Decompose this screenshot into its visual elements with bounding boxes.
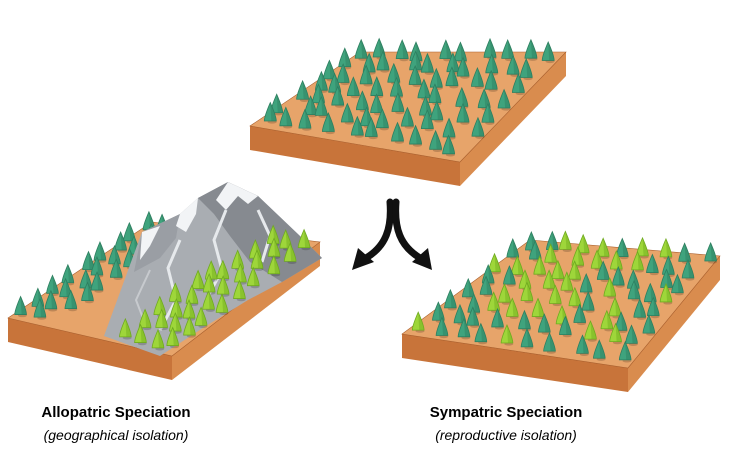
conifer-tree-icon — [339, 48, 351, 69]
conifer-tree-icon — [560, 231, 572, 252]
conifer-tree-icon — [297, 81, 309, 102]
conifer-tree-icon — [525, 40, 537, 61]
conifer-tree-icon — [660, 239, 672, 260]
conifer-tree-icon — [454, 42, 466, 63]
conifer-tree-icon — [15, 297, 27, 318]
allopatric-title: Allopatric Speciation — [18, 404, 214, 421]
conifer-tree-icon — [705, 243, 717, 264]
conifer-tree-icon — [484, 39, 496, 60]
conifer-tree-icon — [440, 40, 452, 61]
sympatric-subtitle: (reproductive isolation) — [404, 427, 608, 443]
conifer-tree-icon — [412, 312, 424, 333]
forked-arrow-icon — [352, 202, 432, 270]
conifer-tree-icon — [298, 230, 310, 251]
sympatric-title: Sympatric Speciation — [404, 404, 608, 421]
conifer-tree-icon — [679, 243, 691, 264]
conifer-tree-icon — [355, 40, 367, 61]
allopatric-caption: Allopatric Speciation (geographical isol… — [18, 404, 214, 443]
conifer-tree-icon — [445, 290, 457, 311]
allopatric-subtitle: (geographical isolation) — [18, 427, 214, 443]
conifer-tree-icon — [542, 42, 554, 63]
conifer-tree-icon — [396, 40, 408, 61]
conifer-tree-icon — [47, 275, 59, 296]
sympatric-caption: Sympatric Speciation (reproductive isola… — [404, 404, 608, 443]
